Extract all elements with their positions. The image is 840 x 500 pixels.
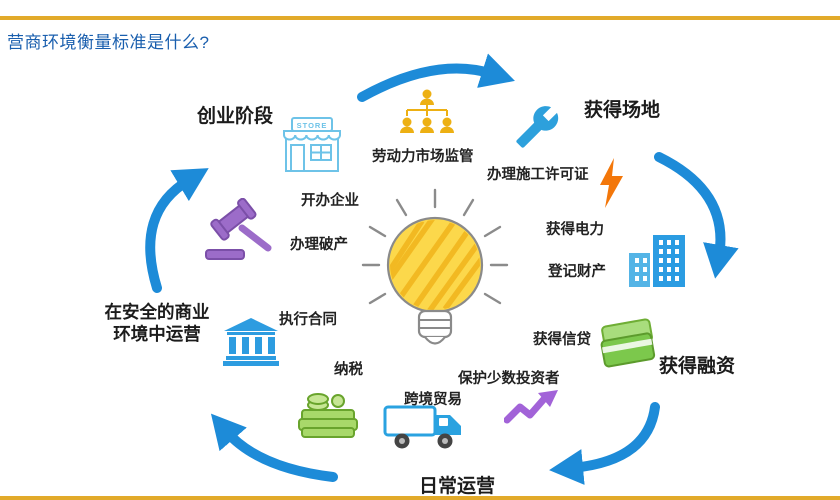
wrench-icon	[516, 106, 559, 148]
item-labor-market-label: 劳动力市场监管	[372, 149, 474, 165]
item-minority-investors-label: 保护少数投资者	[458, 371, 560, 387]
bottom-accent-line	[0, 496, 840, 500]
lightning-icon	[600, 158, 623, 208]
store-sign-text: STORE	[297, 121, 328, 130]
item-insolvency-label: 办理破产	[290, 237, 348, 253]
stage-premises-label: 获得场地	[584, 100, 661, 121]
truck-icon	[383, 405, 461, 449]
building-icon	[629, 235, 685, 287]
item-getting-credit-label: 获得信贷	[533, 332, 591, 348]
item-cross-border-trade-label: 跨境贸易	[404, 392, 462, 408]
item-registering-property-label: 登记财产	[548, 264, 606, 280]
page-title: 营商环境衡量标准是什么?	[7, 33, 210, 52]
item-paying-taxes-label: 纳税	[334, 362, 363, 378]
item-construction-permit-label: 办理施工许可证	[487, 167, 589, 183]
credit-cards-icon	[600, 318, 656, 368]
arrow-bottom-right	[549, 402, 660, 485]
store-icon: STORE	[283, 117, 341, 172]
item-enforcing-contracts-label: 执行合同	[279, 312, 337, 328]
stage-financing-label: 获得融资	[659, 356, 736, 377]
lightbulb-icon	[361, 188, 509, 345]
stage-secure-environment-label: 在安全的商业环境中运营	[104, 302, 210, 344]
org-chart-icon	[400, 89, 454, 133]
item-starting-business-label: 开办企业	[301, 193, 359, 209]
stage-startup-label: 创业阶段	[197, 106, 274, 127]
arrow-left	[145, 168, 209, 293]
money-stack-icon	[298, 393, 358, 438]
bank-icon	[223, 318, 279, 366]
stage-operations-label: 日常运营	[419, 476, 496, 497]
top-accent-line	[0, 16, 840, 20]
item-electricity-label: 获得电力	[546, 222, 604, 238]
gavel-icon	[205, 198, 272, 260]
trend-arrow-icon	[504, 390, 558, 424]
